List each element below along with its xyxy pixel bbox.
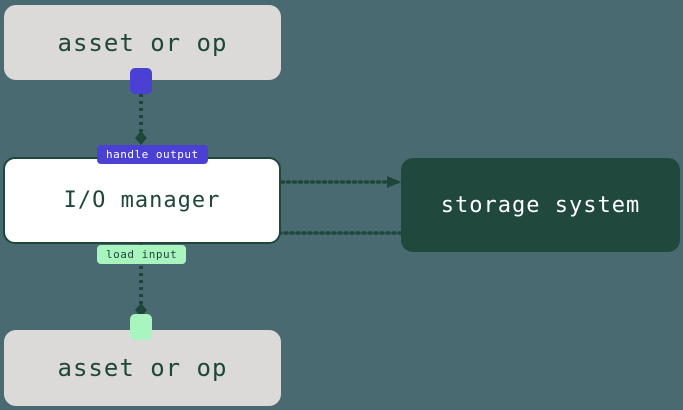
node-asset-or-op-top[interactable]: asset or op [4,5,281,80]
diamond-arrowhead-handle-output [135,131,147,145]
edge-label-handle-output-text: handle output [106,148,199,161]
edge-label-load-input-text: load input [106,248,178,261]
node-storage-system-label: storage system [440,192,641,218]
node-asset-or-op-bottom[interactable]: asset or op [4,330,281,406]
diamond-arrowhead-load-input [135,303,147,317]
handle-output-port-icon[interactable] [130,68,152,94]
node-io-manager-label: I/O manager [63,188,221,213]
edge-label-handle-output[interactable]: handle output [97,145,208,164]
node-asset-or-op-top-label: asset or op [57,28,228,57]
node-storage-system[interactable]: storage system [401,158,680,252]
node-io-manager[interactable]: I/O manager [3,157,281,244]
load-input-port-icon[interactable] [130,314,152,340]
node-asset-or-op-bottom-label: asset or op [57,354,228,382]
triangle-arrowhead-storage-write [387,176,401,188]
edge-label-load-input[interactable]: load input [97,245,187,264]
